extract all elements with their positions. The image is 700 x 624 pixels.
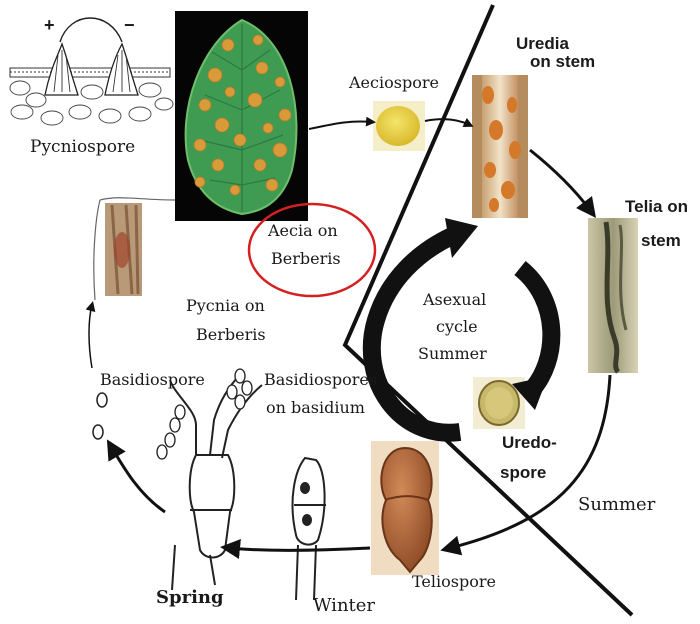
berberis-leaf-photo [175,11,308,221]
basidiospores-label-line1: Basidiospores [264,371,377,389]
pycnia-photo [105,203,142,296]
basidiospores-label-line2: on basidium [266,399,365,417]
uredospore-label-line1: Uredo- [502,434,557,453]
summer-label: Summer [578,495,655,515]
teliospore-photo [371,441,439,575]
aecia-label-line1: Aecia on [268,222,338,240]
basidiospore-label: Basidiospore [100,371,205,389]
asexual-label-line3: Summer [418,345,487,363]
aeciospore-photo [373,101,425,151]
telia-label-line1: Telia on [625,198,688,217]
asexual-label-line2: cycle [436,318,478,336]
pycnia-label-line2: Berberis [196,326,266,344]
uredia-stem-photo [472,75,528,218]
pycniospore-label: Pycniospore [30,138,135,157]
minus-sign: − [124,16,135,36]
aeciospore-label: Aeciospore [349,74,439,92]
pycnia-label-line1: Pycnia on [186,297,265,315]
pycniospore-illustration [10,18,173,125]
asexual-label-line1: Asexual [423,291,486,309]
telia-stem-photo [588,218,638,373]
winter-teliospore-illustration [293,458,326,600]
aecia-label-line2: Berberis [271,250,341,268]
uredia-label-line1: Uredia [516,35,569,54]
uredia-label-line2: on stem [530,53,595,72]
teliospore-label: Teliospore [412,573,496,591]
uredospore-label-line2: spore [500,464,546,483]
spring-label: Spring [156,588,224,608]
telia-label-line2: stem [641,232,681,251]
basidiospore-illustration [93,393,107,439]
winter-label: Winter [313,596,375,616]
basidium-illustration [157,369,262,590]
plus-sign: + [44,16,55,36]
